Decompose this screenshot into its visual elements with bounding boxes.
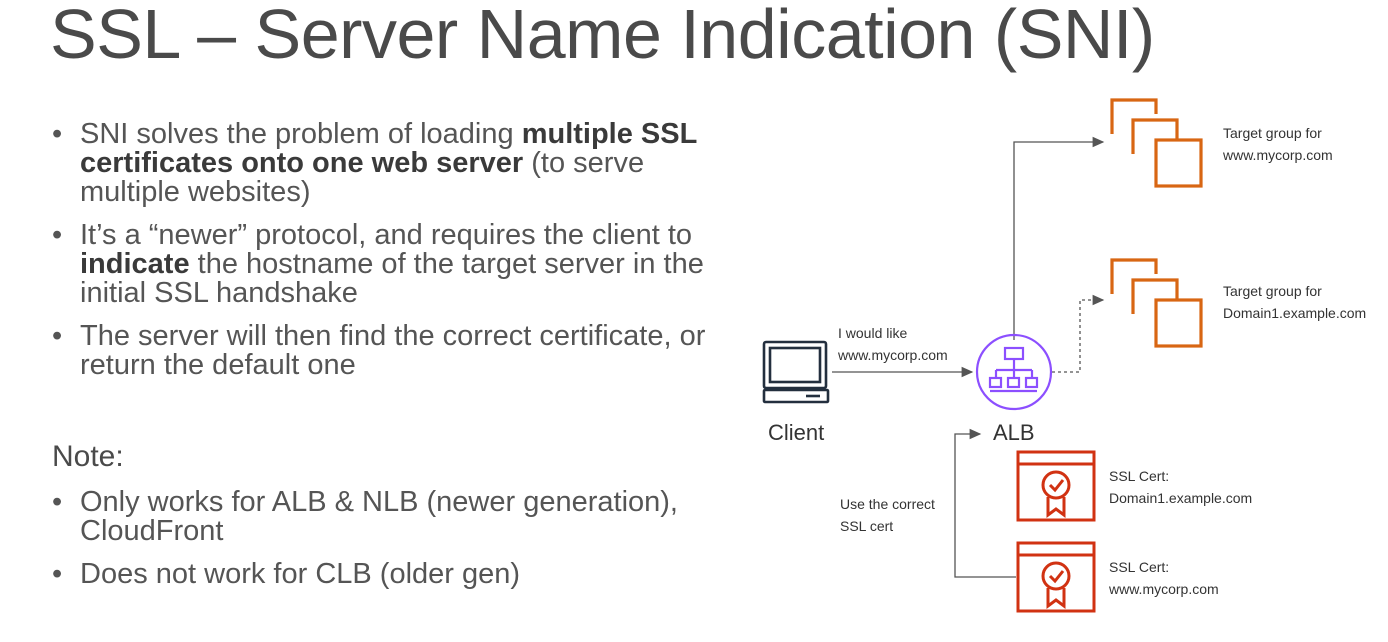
cert-to-alb-connector	[954, 428, 1016, 578]
alb-icon	[975, 333, 1053, 411]
target-group-2-label: Target group for Domain1.example.com	[1223, 283, 1367, 321]
note-item: Only works for ALB & NLB (newer generati…	[52, 488, 732, 546]
ssl-cert-2-label: SSL Cert: www.mycorp.com	[1109, 559, 1219, 597]
page-title: SSL – Server Name Indication (SNI)	[50, 0, 1155, 73]
ssl-certificate-1-icon	[1016, 450, 1096, 522]
main-bullet-list: SNI solves the problem of loading multip…	[52, 120, 732, 394]
client-label: Client	[768, 420, 825, 445]
client-computer-icon	[762, 340, 830, 404]
ssl-cert-1-label: SSL Cert: Domain1.example.com	[1109, 468, 1253, 506]
target-group-1-icon	[1110, 98, 1203, 188]
ssl-certificate-2-icon	[1016, 541, 1096, 613]
bullet-item: It’s a “newer” protocol, and requires th…	[52, 221, 732, 308]
alb-to-target2-connector	[1052, 294, 1105, 373]
use-correct-cert-label: Use the correct SSL cert	[840, 496, 935, 534]
bullet-item: SNI solves the problem of loading multip…	[52, 120, 732, 207]
note-item: Does not work for CLB (older gen)	[52, 560, 732, 590]
alb-label: ALB	[993, 420, 1035, 445]
target-group-1-label: Target group for www.mycorp.com	[1223, 125, 1333, 163]
note-heading: Note:	[52, 440, 124, 473]
target-group-2-icon	[1110, 258, 1203, 348]
alb-to-target1-connector	[1013, 136, 1105, 340]
bullet-item: The server will then find the correct ce…	[52, 322, 732, 380]
request-label: I would like www.mycorp.com	[838, 325, 948, 363]
note-bullet-list: Only works for ALB & NLB (newer generati…	[52, 488, 732, 603]
